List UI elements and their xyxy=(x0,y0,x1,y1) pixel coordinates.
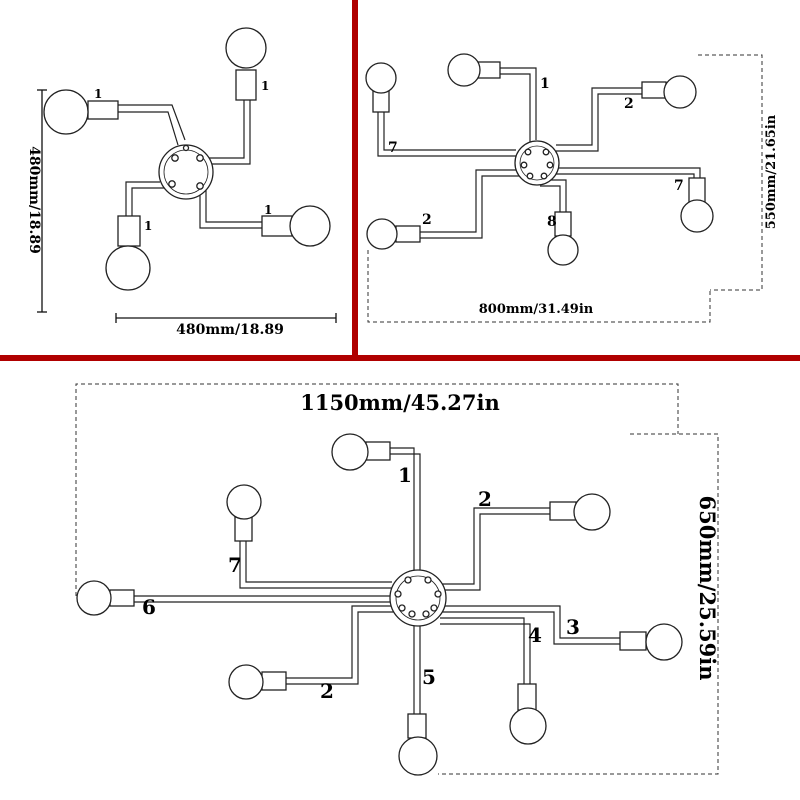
arm-label: 1 xyxy=(144,219,152,233)
bulb-icon xyxy=(228,664,264,700)
bulb-icon xyxy=(663,75,697,109)
socket xyxy=(477,61,501,79)
arm-label: 7 xyxy=(674,178,684,194)
arm-label: 1 xyxy=(398,463,412,487)
arm-label: 1 xyxy=(94,87,102,101)
socket xyxy=(549,501,577,521)
arm-label: 2 xyxy=(320,679,334,703)
height-dimension: 550mm/21.65in xyxy=(764,114,779,229)
bulb-icon xyxy=(509,707,547,745)
socket xyxy=(365,441,391,461)
socket xyxy=(261,671,287,691)
panel-a-lamp: 1 1 1 1 xyxy=(43,27,331,291)
socket xyxy=(688,177,706,203)
width-dimension: 800mm/31.49in xyxy=(479,302,594,317)
bulb-icon xyxy=(645,623,683,661)
bulb-icon xyxy=(366,218,398,250)
arm-label: 2 xyxy=(478,487,492,511)
height-dimension: 650mm/25.59in xyxy=(695,496,720,681)
panel-b-dimensions: 550mm/21.65in 800mm/31.49in xyxy=(367,54,779,323)
bulb-icon xyxy=(226,484,262,520)
socket xyxy=(517,683,537,711)
arm-label: 8 xyxy=(547,214,557,230)
socket xyxy=(619,631,647,651)
bulb-icon xyxy=(105,245,151,291)
arm-label: 2 xyxy=(624,96,634,112)
bulb-icon xyxy=(398,736,438,776)
socket xyxy=(235,69,257,101)
arm-label: 5 xyxy=(422,665,436,689)
bulb-icon xyxy=(43,89,89,135)
width-dimension: 480mm/18.89 xyxy=(176,322,284,338)
panel-a-dimensions: 480mm/18.89 480mm/18.89 xyxy=(26,89,337,338)
socket xyxy=(395,225,421,243)
bulb-icon xyxy=(573,493,611,531)
arm-label: 3 xyxy=(566,615,580,639)
arm-label: 2 xyxy=(422,212,432,228)
bulb-icon xyxy=(447,53,481,87)
arm-label: 6 xyxy=(142,595,156,619)
arm-label: 1 xyxy=(264,203,272,217)
width-dimension: 1150mm/45.27in xyxy=(300,390,500,415)
bulb-icon xyxy=(76,580,112,616)
socket xyxy=(117,215,141,247)
panel-a-hub xyxy=(158,144,214,200)
bulb-icon xyxy=(331,433,369,471)
arm-label: 1 xyxy=(261,79,269,93)
bulb-icon xyxy=(680,199,714,233)
panel-c-dimensions: 1150mm/45.27in 650mm/25.59in xyxy=(75,383,720,775)
socket xyxy=(407,713,427,739)
socket xyxy=(109,589,135,607)
bulb-icon xyxy=(289,205,331,247)
arm-label: 7 xyxy=(388,140,398,156)
bulb-icon xyxy=(547,234,579,266)
socket xyxy=(261,215,293,237)
socket xyxy=(554,211,572,237)
arm-label: 4 xyxy=(528,623,542,647)
arm-label: 1 xyxy=(540,76,550,92)
socket xyxy=(87,100,119,120)
bulb-icon xyxy=(365,62,397,94)
height-dimension: 480mm/18.89 xyxy=(26,146,42,254)
panel-c-hub xyxy=(389,569,447,627)
panel-c-lamp: 1 2 7 6 3 4 2 5 xyxy=(76,433,683,776)
socket xyxy=(641,81,667,99)
panel-b-lamp: 1 2 7 2 8 7 xyxy=(365,53,714,266)
arm-label: 7 xyxy=(228,553,242,577)
bulb-icon xyxy=(225,27,267,69)
socket xyxy=(234,516,253,542)
